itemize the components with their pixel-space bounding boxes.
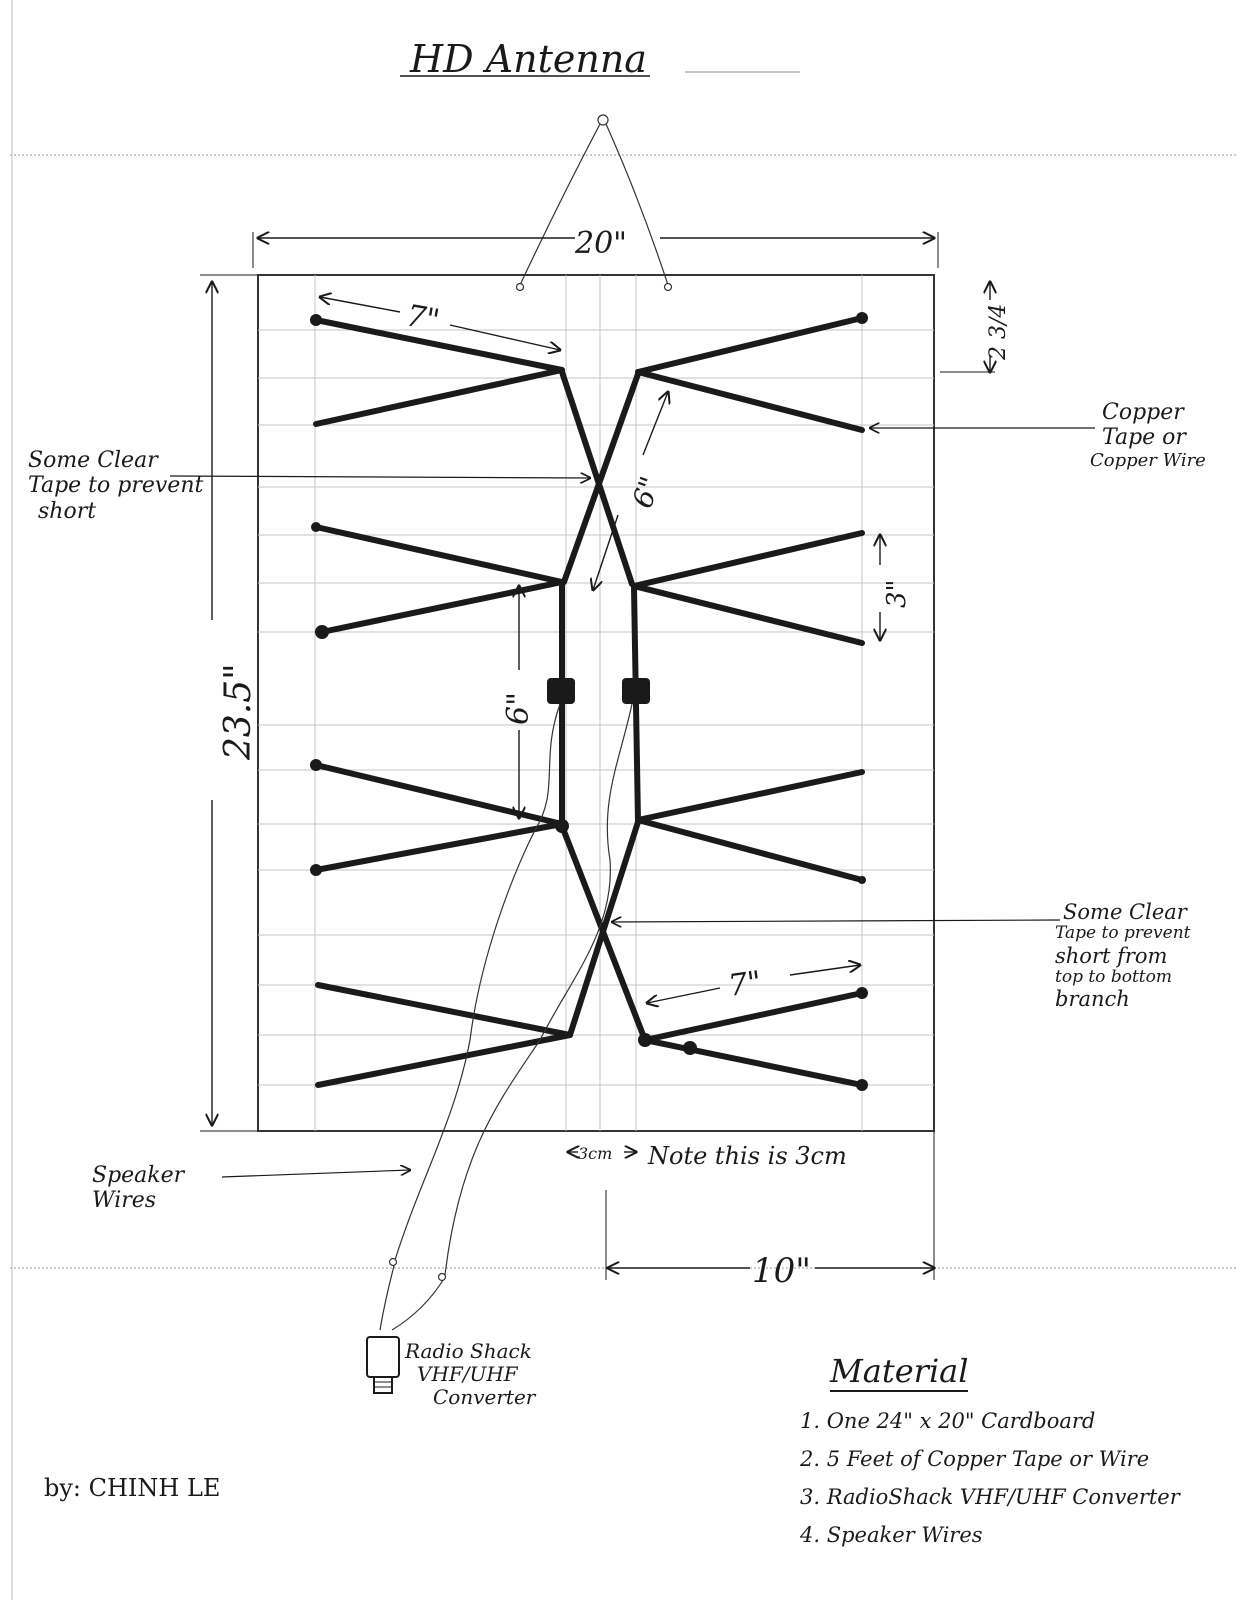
converter-line-1: Radio Shack bbox=[405, 1339, 532, 1363]
material-item: 3. RadioShack VHF/UHF Converter bbox=[800, 1485, 1180, 1509]
speaker-wires bbox=[379, 703, 633, 1331]
page-title: HD Antenna bbox=[409, 37, 647, 81]
speaker-line-1: Speaker bbox=[92, 1163, 185, 1188]
dim-gap: 3cm bbox=[578, 1144, 612, 1163]
dim-half-width: 10" bbox=[752, 1251, 811, 1291]
label-converter: Radio Shack VHF/UHF Converter bbox=[405, 1340, 535, 1409]
label-speaker-wires: Speaker Wires bbox=[92, 1163, 184, 1214]
dimension-lines bbox=[200, 232, 995, 1280]
leader-lines bbox=[169, 428, 1095, 1178]
gap-note: Note this is 3cm bbox=[647, 1142, 847, 1170]
dim-spacing-mid: 3" bbox=[882, 579, 912, 608]
dim-width-top: 20" bbox=[574, 226, 627, 261]
material-item: 4. Speaker Wires bbox=[800, 1523, 983, 1547]
copper-line-1: Copper bbox=[1102, 400, 1184, 425]
dim-diagonal: 6" bbox=[626, 472, 668, 512]
dim-vertical: 6" bbox=[501, 692, 536, 725]
author-credit: by: CHINH LE bbox=[44, 1474, 221, 1502]
converter-line-2: VHF/UHF bbox=[417, 1362, 518, 1386]
dim-spacing-top: 2 3/4 bbox=[986, 304, 1011, 361]
dim-element-top: 7" bbox=[404, 298, 442, 338]
material-item: 2. 5 Feet of Copper Tape or Wire bbox=[800, 1447, 1150, 1471]
cardboard-board bbox=[257, 274, 935, 1132]
copper-line-2: Tape or bbox=[1102, 425, 1186, 451]
materials-items: 1. One 24" x 20" Cardboard 2. 5 Feet of … bbox=[800, 1402, 1230, 1554]
label-copper: Copper Tape or Copper Wire bbox=[1090, 400, 1206, 471]
materials-list: Material 1. One 24" x 20" Cardboard 2. 5… bbox=[800, 1352, 1230, 1554]
tape-right-line-5: branch bbox=[1055, 987, 1130, 1012]
dim-height-left: 23.5" bbox=[218, 663, 259, 761]
antenna-elements bbox=[313, 315, 865, 1088]
tape-left-line-1: Some Clear bbox=[28, 448, 158, 473]
materials-title: Material bbox=[830, 1352, 969, 1392]
tape-left-line-3: short bbox=[38, 498, 97, 524]
converter-box bbox=[366, 1336, 400, 1394]
title-group: HD Antenna bbox=[400, 37, 800, 81]
copper-line-3: Copper Wire bbox=[1090, 449, 1206, 471]
converter-line-3: Converter bbox=[433, 1385, 536, 1409]
tape-right-line-2: Tape to prevent bbox=[1055, 923, 1191, 944]
material-item: 1. One 24" x 20" Cardboard bbox=[800, 1409, 1096, 1433]
feed-terminals bbox=[547, 678, 650, 704]
tape-right-line-1: Some Clear bbox=[1063, 900, 1187, 924]
label-tape-right: Some Clear Tape to prevent short from to… bbox=[1055, 900, 1191, 1012]
tape-right-line-3: short from bbox=[1055, 943, 1168, 968]
label-tape-left: Some Clear Tape to prevent short bbox=[28, 448, 203, 524]
element-tips bbox=[310, 312, 868, 1091]
tape-right-line-4: top to bottom bbox=[1055, 966, 1172, 987]
speaker-line-2: Wires bbox=[92, 1188, 157, 1214]
hanging-string bbox=[515, 114, 673, 292]
tape-left-line-2: Tape to prevent bbox=[28, 473, 204, 499]
dim-element-bottom: 7" bbox=[726, 965, 763, 1004]
